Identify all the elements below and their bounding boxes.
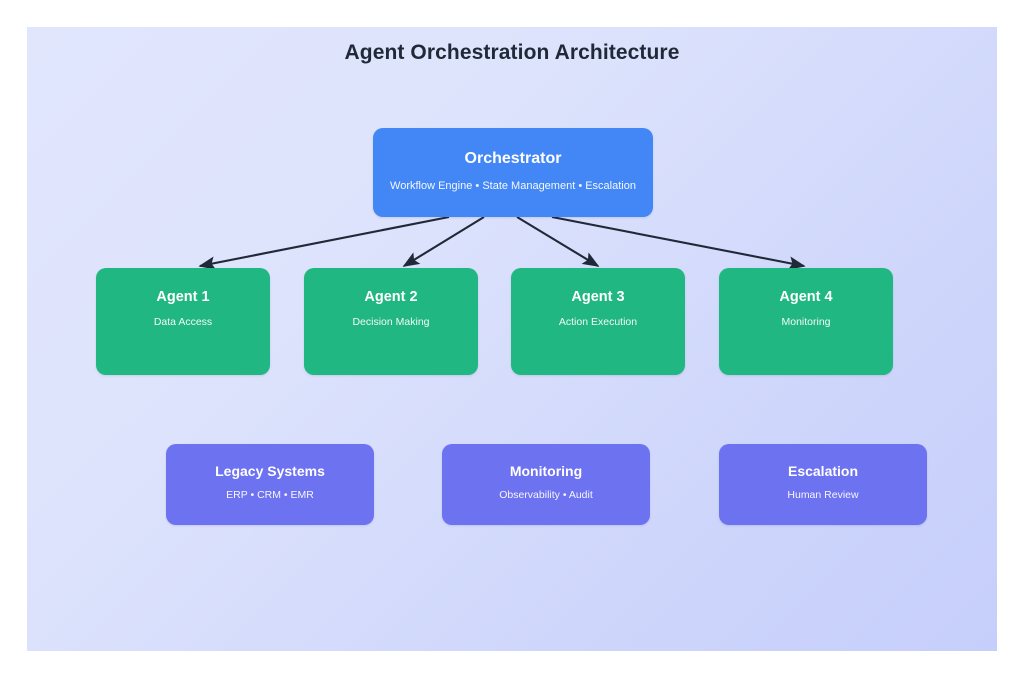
node-monitoring-subtitle: Observability • Audit (499, 489, 593, 502)
node-agent-4[interactable]: Agent 4 Monitoring (719, 268, 893, 375)
node-legacy-systems-subtitle: ERP • CRM • EMR (226, 489, 314, 502)
node-legacy-systems[interactable]: Legacy Systems ERP • CRM • EMR (166, 444, 374, 525)
node-agent-3-subtitle: Action Execution (558, 315, 638, 328)
node-escalation-title: Escalation (787, 463, 859, 479)
page-title: Agent Orchestration Architecture (344, 41, 680, 64)
node-agent-4-title: Agent 4 (779, 289, 833, 305)
node-legacy-systems-title: Legacy Systems (215, 463, 325, 479)
node-agent-4-subtitle: Monitoring (781, 315, 831, 328)
node-agent-1-title: Agent 1 (156, 289, 210, 305)
node-agent-3-title: Agent 3 (571, 289, 625, 305)
node-agent-1-subtitle: Data Access (153, 315, 213, 328)
node-agent-2-subtitle: Decision Making (352, 315, 430, 328)
node-agent-2-title: Agent 2 (364, 289, 418, 305)
node-monitoring[interactable]: Monitoring Observability • Audit (442, 444, 650, 525)
node-agent-1[interactable]: Agent 1 Data Access (96, 268, 270, 375)
node-monitoring-title: Monitoring (509, 463, 583, 479)
node-escalation-subtitle: Human Review (787, 489, 859, 502)
node-orchestrator-title: Orchestrator (464, 150, 562, 167)
node-orchestrator-subtitle: Workflow Engine • State Management • Esc… (390, 179, 636, 192)
node-agent-3[interactable]: Agent 3 Action Execution (511, 268, 685, 375)
node-orchestrator[interactable]: Orchestrator Workflow Engine • State Man… (373, 128, 653, 217)
node-escalation[interactable]: Escalation Human Review (719, 444, 927, 525)
node-agent-2[interactable]: Agent 2 Decision Making (304, 268, 478, 375)
